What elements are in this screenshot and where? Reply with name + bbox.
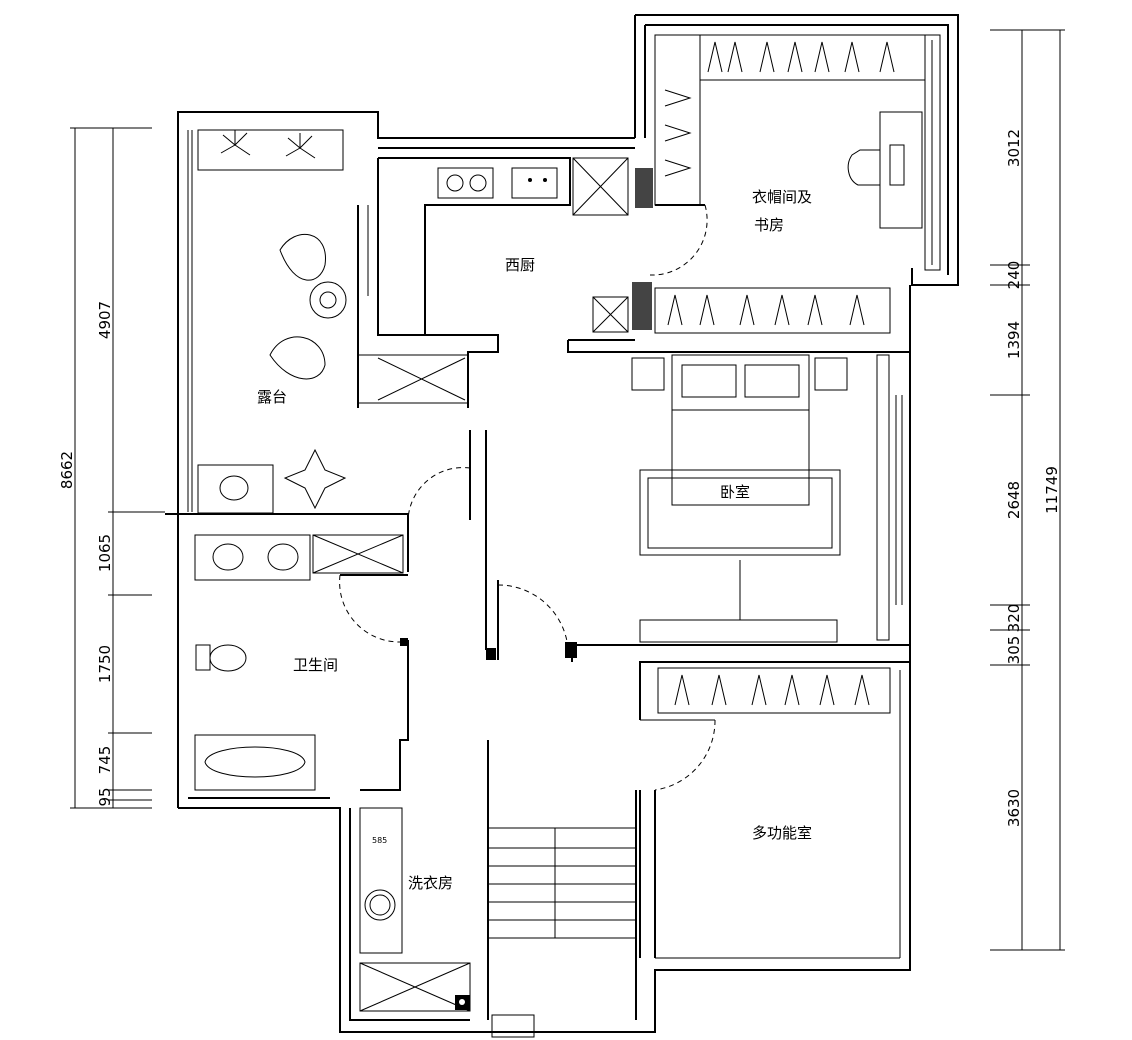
room-label-bathroom: 卫生间 [293, 656, 338, 674]
dim-11749: 11749 [1043, 466, 1061, 514]
dim-3012: 3012 [1005, 129, 1023, 167]
room-label-western-kitchen: 西厨 [505, 256, 535, 274]
doors [339, 204, 716, 791]
dim-2648: 2648 [1005, 481, 1023, 519]
dim-4907: 4907 [96, 301, 114, 339]
dim-305: 305 [1005, 636, 1023, 665]
bedroom-fixtures [631, 354, 890, 643]
cloakroom-wardrobes [635, 34, 941, 271]
room-label-study: 书房 [754, 216, 784, 234]
washing-machine: 585 [364, 836, 396, 921]
terrace-fixtures [197, 129, 347, 514]
dim-1750: 1750 [96, 645, 114, 683]
dim-3630: 3630 [1005, 789, 1023, 827]
right-dimensions: 11749 3012 240 1394 2648 320 305 3630 [1005, 129, 1061, 827]
interior-walls [165, 157, 911, 1038]
room-label-terrace: 露台 [257, 388, 287, 406]
dim-8662: 8662 [58, 451, 76, 489]
dim-95: 95 [96, 787, 114, 806]
left-dimensions: 8662 4907 1065 1750 745 95 [58, 301, 114, 807]
bathroom-fixtures [194, 534, 404, 791]
room-label-cloakroom: 衣帽间及 [752, 188, 812, 206]
dim-1065: 1065 [96, 534, 114, 572]
dim-320: 320 [1005, 604, 1023, 633]
dim-1394: 1394 [1005, 321, 1023, 359]
room-label-bedroom: 卧室 [720, 483, 750, 501]
room-label-multifunction: 多功能室 [752, 824, 812, 842]
room-labels: 衣帽间及 书房 西厨 露台 卧室 卫生间 洗衣房 多功能室 [257, 188, 812, 892]
laundry-cabinet-label: 585 [372, 836, 387, 845]
dimension-lines [70, 29, 1065, 951]
dim-745: 745 [96, 746, 114, 775]
cloakroom-lower-wardrobe [592, 282, 891, 334]
multifunction-wardrobe [657, 667, 891, 714]
room-label-laundry: 洗衣房 [408, 874, 453, 892]
dim-240: 240 [1005, 261, 1023, 290]
outer-walls [177, 14, 959, 1033]
kitchen-fixtures [437, 167, 558, 199]
